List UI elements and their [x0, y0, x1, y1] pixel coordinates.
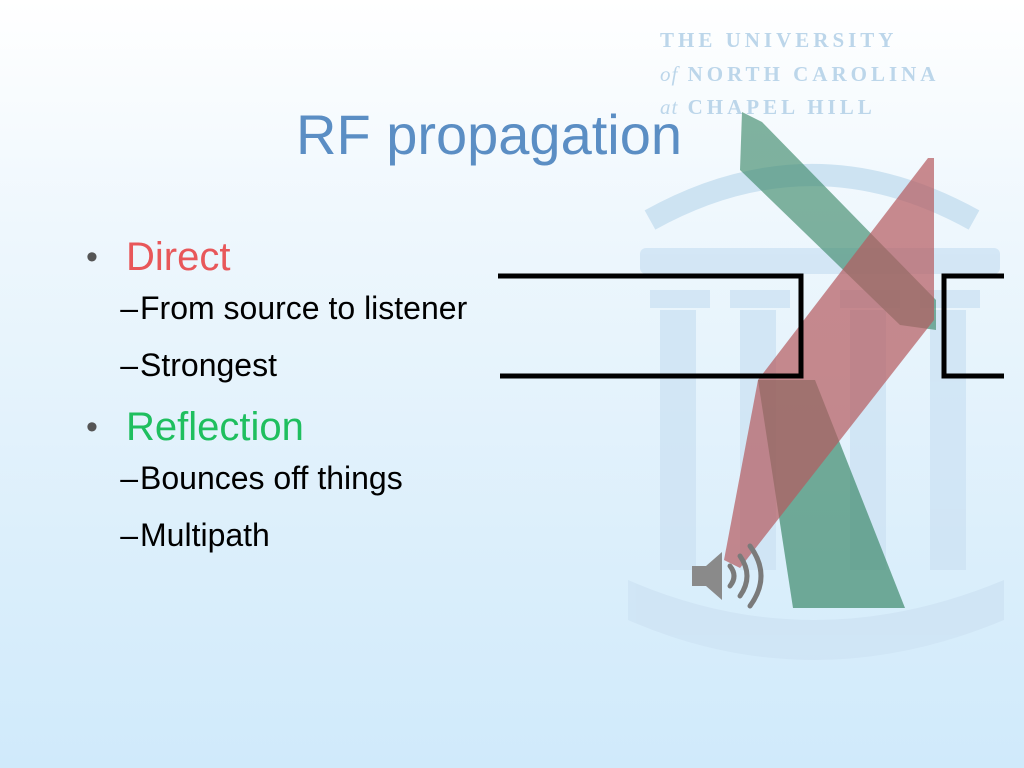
subitem-text: Multipath: [140, 517, 270, 553]
watermark-line-1: THE UNIVERSITY: [660, 28, 898, 52]
bullet-reflection: • Reflection: [84, 402, 604, 452]
subitem-multipath: – Multipath: [84, 515, 604, 555]
slide-title: RF propagation: [296, 103, 683, 166]
speaker-icon: [692, 543, 764, 609]
subitem-bounces: – Bounces off things: [84, 458, 604, 498]
watermark-line-3-prefix: at: [660, 95, 679, 119]
watermark-line-2: of NORTH CAROLINA: [660, 62, 939, 87]
bullet-reflection-label: Reflection: [126, 405, 304, 449]
bullet-direct-label: Direct: [126, 235, 231, 279]
dash-glyph: –: [120, 460, 138, 496]
bullet-glyph: •: [86, 408, 98, 446]
subitem-strongest: – Strongest: [84, 345, 604, 385]
dash-glyph: –: [120, 347, 138, 383]
subitem-text: Strongest: [140, 347, 277, 383]
bullet-direct: • Direct: [84, 232, 604, 282]
watermark-line-2-prefix: of: [660, 62, 679, 86]
watermark-line-3: at CHAPEL HILL: [660, 95, 876, 120]
watermark-line-3-text: CHAPEL HILL: [687, 95, 876, 119]
subitem-text: From source to listener: [140, 290, 468, 326]
subitem-text: Bounces off things: [140, 460, 403, 496]
bullet-glyph: •: [86, 238, 98, 276]
right-reflector-bracket: [941, 273, 1004, 379]
dash-glyph: –: [120, 517, 138, 553]
direct-beam: [724, 158, 934, 568]
old-well-watermark: [628, 164, 1004, 660]
bullet-list: • Direct – From source to listener – Str…: [84, 232, 604, 572]
left-reflector-bracket: [498, 273, 804, 379]
watermark-line-2-text: NORTH CAROLINA: [687, 62, 940, 86]
dash-glyph: –: [120, 290, 138, 326]
subitem-from-source: – From source to listener: [84, 288, 604, 328]
